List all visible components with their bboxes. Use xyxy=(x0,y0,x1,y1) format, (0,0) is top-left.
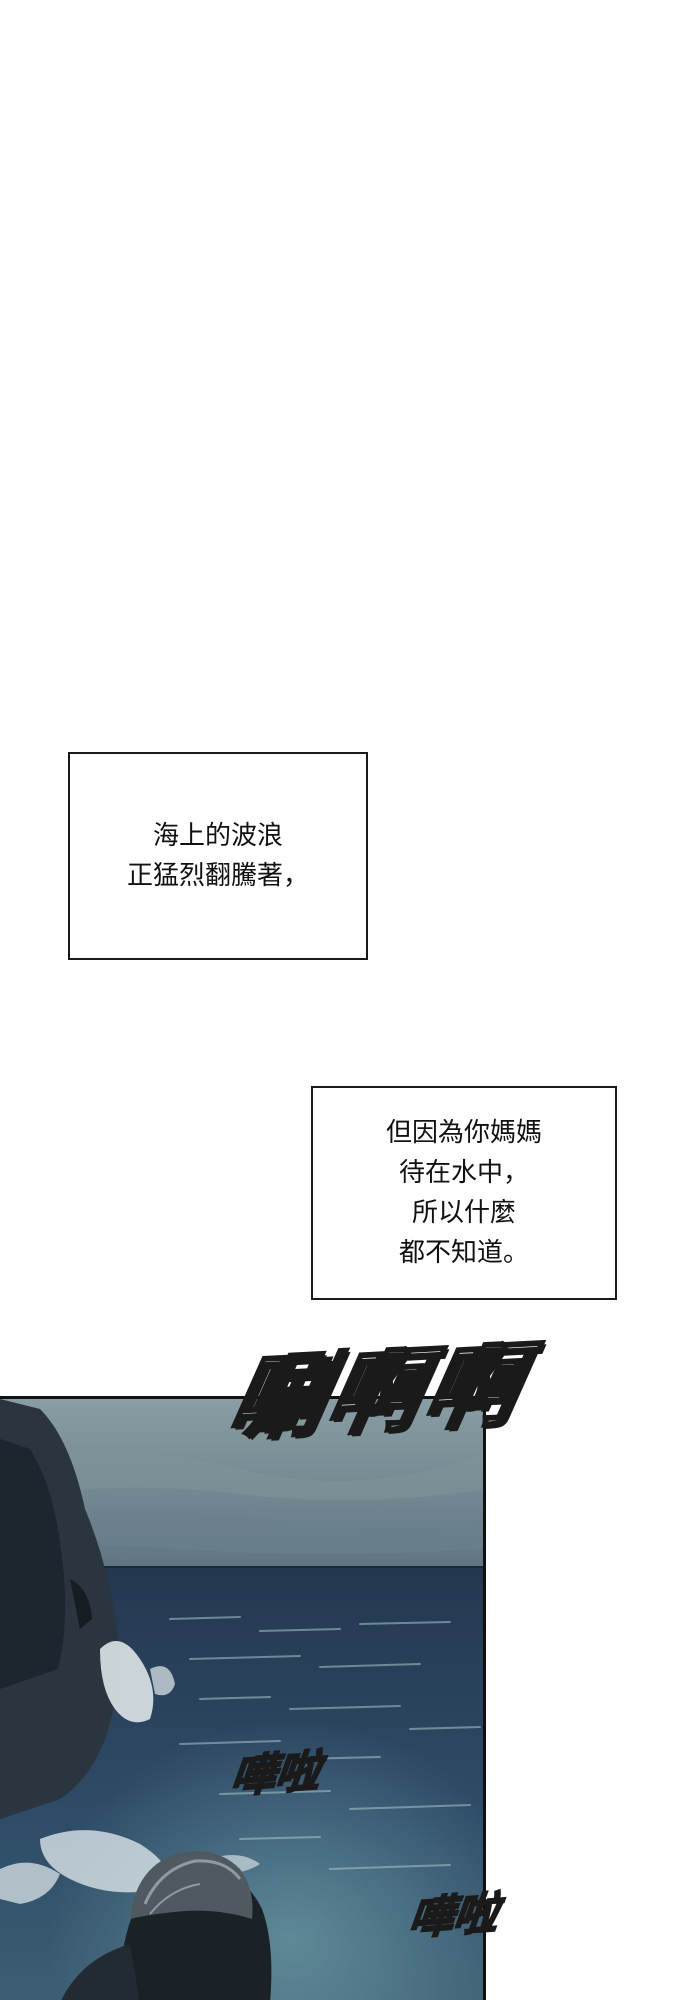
character-back-view xyxy=(61,1851,272,2000)
narration-box-2: 但因為你媽媽 待在水中， 所以什麼 都不知道。 xyxy=(311,1086,617,1300)
narration-line: 待在水中， xyxy=(398,1158,529,1188)
narration-box-1: 海上的波浪 正猛烈翻騰著， xyxy=(68,752,368,960)
comic-panel-sea xyxy=(0,1396,486,2000)
wave-streaks xyxy=(169,1616,481,1870)
sea-scene-illustration xyxy=(0,1399,483,2000)
narration-line: 都不知道。 xyxy=(398,1238,529,1268)
narration-line: 但因為你媽媽 xyxy=(385,1118,542,1148)
narration-line: 海上的波浪 xyxy=(152,821,283,851)
narration-line: 正猛烈翻騰著， xyxy=(126,861,309,891)
sea-foam xyxy=(0,1641,260,1904)
narration-line: 所以什麼 xyxy=(411,1198,516,1228)
